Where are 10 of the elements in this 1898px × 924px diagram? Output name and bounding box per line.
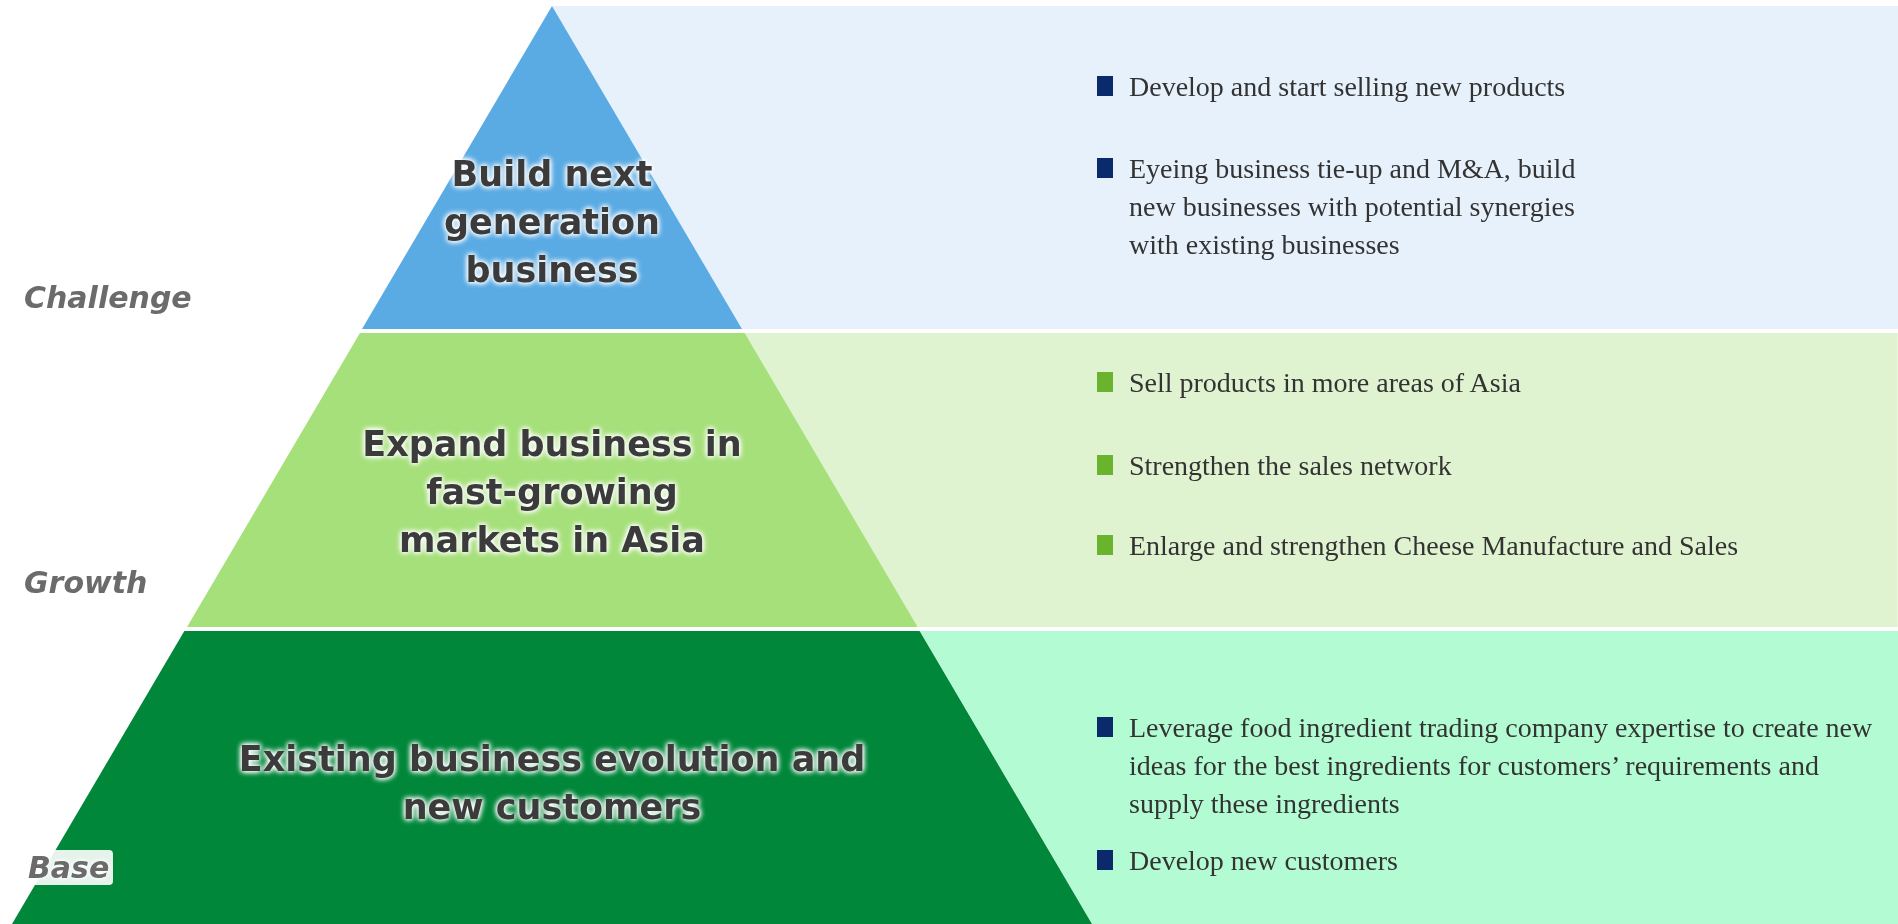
bullet-text: Develop new customers — [1129, 844, 1400, 878]
bullet-text: Strengthen the sales network — [1129, 449, 1453, 483]
tier-title: Existing business evolution and new customers — [237, 738, 867, 829]
bullet-text: Develop and start selling new products — [1129, 70, 1567, 104]
bullet-text: Sell products in more areas of Asia — [1129, 366, 1522, 400]
tier-title: Expand business in fast-growing markets in Asia — [361, 423, 743, 562]
bullet-text: Enlarge and strengthen Cheese Manufacture and Sales — [1129, 529, 1740, 563]
tier-title: Build next generation business — [443, 153, 661, 292]
bullet-text: Eyeing business tie-up and M&A, build new businesses with potential synergies with existing businesses — [1129, 152, 1577, 262]
bullet-text: Leverage food ingredient trading company expertise to create new ideas for the best ingredients for customers’ requirements and supply these ingredients — [1129, 711, 1874, 821]
